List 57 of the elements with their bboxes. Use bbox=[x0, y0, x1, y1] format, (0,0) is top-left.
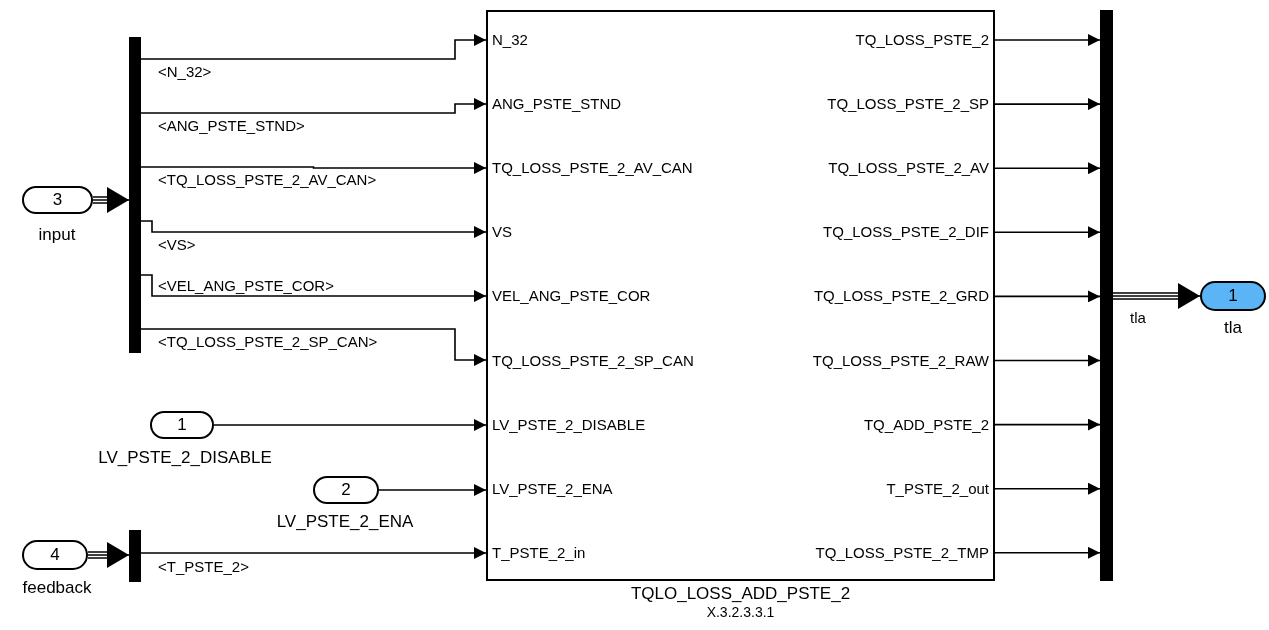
output-port-label: TQ_LOSS_PSTE_2_TMP bbox=[815, 543, 989, 562]
block-id: X.3.2.3.3.1 bbox=[705, 603, 776, 621]
input-port-label: ANG_PSTE_STND bbox=[492, 95, 622, 114]
block-name: TQLO_LOSS_ADD_PSTE_2 bbox=[629, 585, 852, 603]
output-port-label: TQ_ADD_PSTE_2 bbox=[863, 415, 989, 434]
bus-bar bbox=[129, 37, 141, 353]
signal-arrow bbox=[140, 220, 487, 238]
signal-label: <N_32> bbox=[158, 63, 212, 80]
output-port-label: TQ_LOSS_PSTE_2_AV bbox=[828, 159, 989, 178]
signal-arrow bbox=[994, 290, 1101, 303]
port-name: tla bbox=[1224, 318, 1242, 338]
bus-arrow bbox=[87, 542, 130, 568]
bus-bar bbox=[129, 530, 141, 582]
signal-arrow bbox=[140, 162, 487, 174]
input-port-label: T_PSTE_2_in bbox=[492, 543, 586, 562]
signal-arrow bbox=[994, 482, 1101, 495]
signal-arrow bbox=[994, 34, 1101, 46]
signal-arrow bbox=[140, 98, 487, 114]
output-port-label: TQ_LOSS_PSTE_2_GRD bbox=[813, 287, 989, 306]
input-port-label: VEL_ANG_PSTE_COR bbox=[492, 287, 651, 306]
output-port-label: TQ_LOSS_PSTE_2_DIF bbox=[823, 223, 989, 242]
output-port-label: TQ_LOSS_PSTE_2_SP bbox=[827, 95, 989, 114]
port-name: LV_PSTE_2_DISABLE bbox=[98, 448, 272, 468]
input-port-label: LV_PSTE_2_DISABLE bbox=[492, 415, 646, 434]
output-port-label: TQ_LOSS_PSTE_2_RAW bbox=[812, 351, 989, 370]
signal-arrow bbox=[140, 274, 487, 302]
signal-arrow bbox=[140, 34, 487, 60]
bus-bar bbox=[1100, 10, 1113, 581]
signal-label: <T_PSTE_2> bbox=[158, 558, 249, 575]
bus-arrow bbox=[92, 187, 130, 213]
input-port-label: VS bbox=[492, 223, 512, 242]
signal-label: <ANG_PSTE_STND> bbox=[158, 117, 305, 134]
signal-arrow bbox=[378, 484, 487, 496]
signal-arrow bbox=[994, 418, 1101, 431]
input-port-label: LV_PSTE_2_ENA bbox=[492, 479, 613, 498]
signal-label: <TQ_LOSS_PSTE_2_AV_CAN> bbox=[158, 171, 377, 188]
signal-arrow bbox=[994, 98, 1101, 111]
signal-label: <TQ_LOSS_PSTE_2_SP_CAN> bbox=[158, 333, 378, 350]
signal-arrow bbox=[140, 328, 487, 366]
bus-arrow bbox=[1112, 283, 1201, 309]
signal-label: <VS> bbox=[158, 236, 196, 253]
port-name: input bbox=[38, 225, 76, 245]
input-port-label: TQ_LOSS_PSTE_2_SP_CAN bbox=[492, 351, 694, 370]
signal-label: tla bbox=[1130, 309, 1146, 326]
input-port-label: N_32 bbox=[492, 31, 528, 49]
signal-arrow bbox=[140, 547, 487, 559]
input-port-label: TQ_LOSS_PSTE_2_AV_CAN bbox=[492, 159, 693, 178]
signal-arrow bbox=[213, 419, 487, 431]
output-port-label: TQ_LOSS_PSTE_2 bbox=[855, 31, 989, 49]
port-name: LV_PSTE_2_ENA bbox=[276, 512, 414, 532]
signal-arrow bbox=[994, 162, 1101, 175]
signal-label: <VEL_ANG_PSTE_COR> bbox=[158, 277, 334, 294]
signal-arrow bbox=[994, 226, 1101, 239]
output-port-label: T_PSTE_2_out bbox=[886, 479, 989, 498]
signal-arrow bbox=[994, 546, 1101, 559]
port-name: feedback bbox=[22, 578, 92, 598]
signal-arrow bbox=[994, 354, 1101, 367]
